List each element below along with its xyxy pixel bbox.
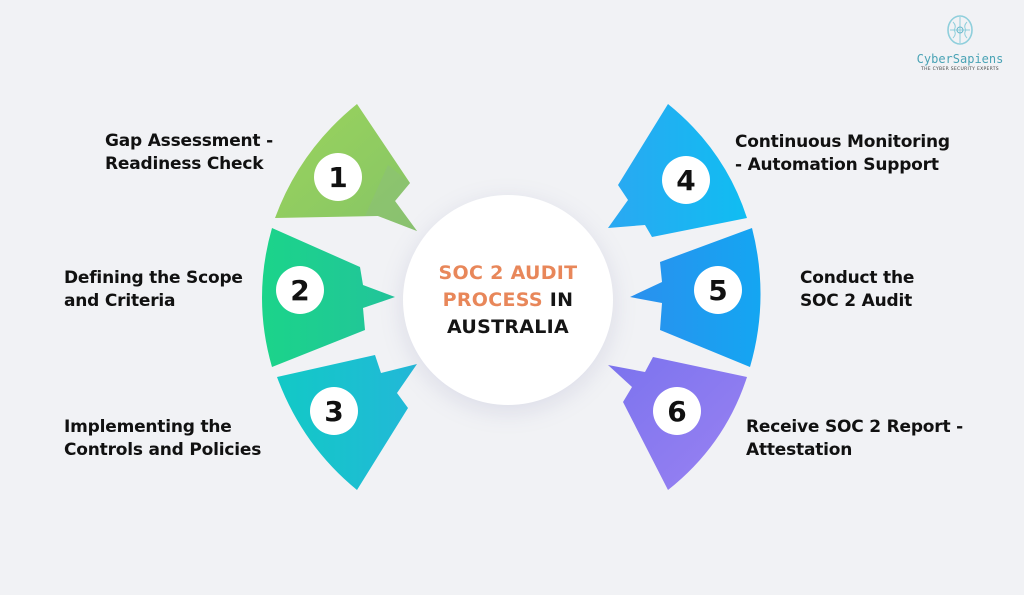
step-1-number: 1 — [314, 153, 362, 201]
logo-brand: CyberSapiens — [916, 52, 1004, 66]
center-title-line3: AUSTRALIA — [446, 315, 570, 338]
step-3-label: Implementing the Controls and Policies — [64, 416, 261, 462]
segment-2 — [262, 228, 395, 367]
step-5-label-line2: SOC 2 Audit — [800, 291, 913, 311]
step-6-label: Receive SOC 2 Report - Attestation — [746, 416, 963, 462]
step-4-label-line1: Continuous Monitoring — [735, 132, 950, 152]
logo-tagline: THE CYBER SECURITY EXPERTS — [921, 67, 999, 72]
center-title-circle: SOC 2 AUDIT PROCESS IN AUSTRALIA — [403, 195, 613, 405]
center-title-line1: SOC 2 AUDIT — [438, 261, 578, 284]
step-1-label: Gap Assessment - Readiness Check — [105, 130, 273, 176]
center-title-highlight: PROCESS — [442, 288, 543, 311]
step-1-label-line2: Readiness Check — [105, 154, 264, 174]
step-3-label-line1: Implementing the — [64, 417, 232, 437]
step-6-label-line1: Receive SOC 2 Report - — [746, 417, 963, 437]
step-6-label-line2: Attestation — [746, 440, 853, 460]
step-2-label-line1: Defining the Scope — [64, 268, 243, 288]
center-title-line2: IN — [542, 288, 574, 311]
step-5-label: Conduct the SOC 2 Audit — [800, 267, 914, 313]
step-2-number: 2 — [276, 266, 324, 314]
segment-1-shade — [365, 165, 417, 231]
brain-circuit-icon — [947, 15, 973, 45]
step-2-label: Defining the Scope and Criteria — [64, 267, 243, 313]
step-6-number: 6 — [653, 387, 701, 435]
step-4-label-line2: - Automation Support — [735, 155, 939, 175]
step-3-number: 3 — [310, 387, 358, 435]
step-4-number: 4 — [662, 156, 710, 204]
step-3-label-line2: Controls and Policies — [64, 440, 262, 460]
step-5-label-line1: Conduct the — [800, 268, 915, 288]
step-5-number: 5 — [694, 266, 742, 314]
step-1-label-line1: Gap Assessment - — [105, 131, 273, 151]
cybersapiens-logo: CyberSapiens THE CYBER SECURITY EXPERTS — [900, 14, 1020, 72]
step-4-label: Continuous Monitoring - Automation Suppo… — [735, 131, 950, 177]
step-2-label-line2: and Criteria — [64, 291, 176, 311]
